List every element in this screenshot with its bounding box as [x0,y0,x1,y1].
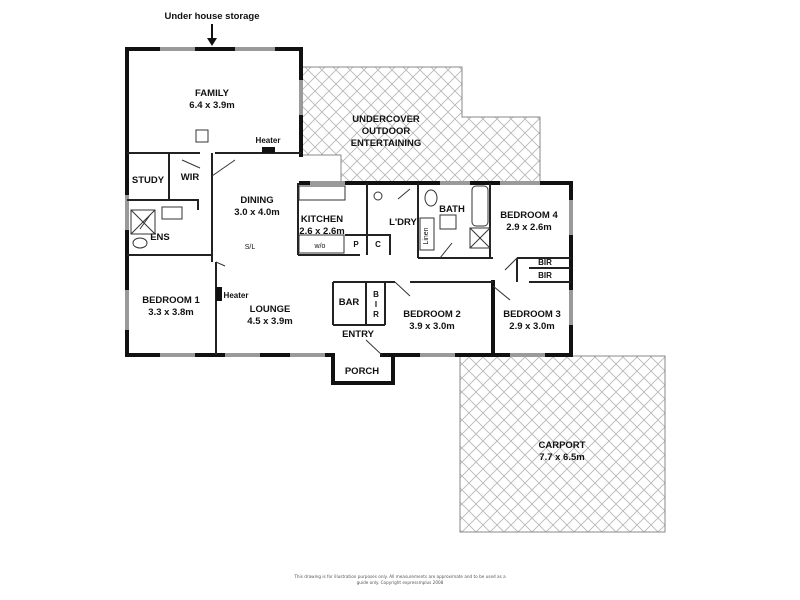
undercover-line3: ENTERTAINING [351,138,422,149]
linen-label: Linen [423,227,430,244]
carport-name: CARPORT [539,440,586,451]
dining-dims: 3.0 x 4.0m [234,207,279,218]
laundry-label: L'DRY [389,217,417,228]
bir-a-label: BIR [538,258,552,267]
heater-lounge-label: Heater [224,291,249,300]
undercover-line2: OUTDOOR [362,126,411,137]
ens-label: ENS [150,232,170,243]
kitchen-name: KITCHEN [301,214,343,225]
family-name: FAMILY [195,88,230,99]
bedroom3-name: BEDROOM 3 [503,309,561,320]
undercover-line1: UNDERCOVER [352,114,420,125]
bedroom1-name: BEDROOM 1 [142,295,200,306]
bar-label: BAR [339,297,360,308]
door-swings [139,159,518,356]
dining-name: DINING [240,195,273,206]
disclaimer-line2: guide only. Copyright expressmplus 2008 [357,580,444,585]
carport-dims: 7.7 x 6.5m [539,452,584,463]
sl-label: S/L [245,244,256,251]
bath-label: BATH [439,204,465,215]
disclaimer-line1: This drawing is for illustration purpose… [293,574,506,579]
bedroom4-name: BEDROOM 4 [500,210,558,221]
cupboard-label: C [375,240,381,249]
heater-lounge-block [216,287,222,301]
family-dims: 6.4 x 3.9m [189,100,234,111]
pantry-label: P [353,240,359,249]
interior-walls [127,152,571,355]
entry-label: ENTRY [342,329,375,340]
bir-vertical-i: I [375,300,377,309]
bedroom4-dims: 2.9 x 2.6m [506,222,551,233]
heater-top-block [262,147,275,153]
bir-vertical-r: R [373,310,379,319]
heater-top-label: Heater [256,136,281,145]
bir-vertical-b: B [373,290,379,299]
kitchen-dims: 2.6 x 2.6m [299,226,344,237]
bir-b-label: BIR [538,271,552,280]
fixtures [130,129,491,254]
bedroom2-name: BEDROOM 2 [403,309,461,320]
bedroom1-dims: 3.3 x 3.8m [148,307,193,318]
porch-label: PORCH [345,366,379,377]
bedroom3-dims: 2.9 x 3.0m [509,321,554,332]
lounge-dims: 4.5 x 3.9m [247,316,292,327]
storage-note: Under house storage [164,11,259,22]
storage-arrow [207,24,217,46]
wo-label: w/o [314,243,326,250]
bedroom2-dims: 3.9 x 3.0m [409,321,454,332]
lounge-name: LOUNGE [250,304,291,315]
undercover-area [300,66,541,184]
carport-area [459,355,666,533]
windows [125,47,573,357]
study-label: STUDY [132,175,165,186]
wir-label: WIR [181,172,200,183]
